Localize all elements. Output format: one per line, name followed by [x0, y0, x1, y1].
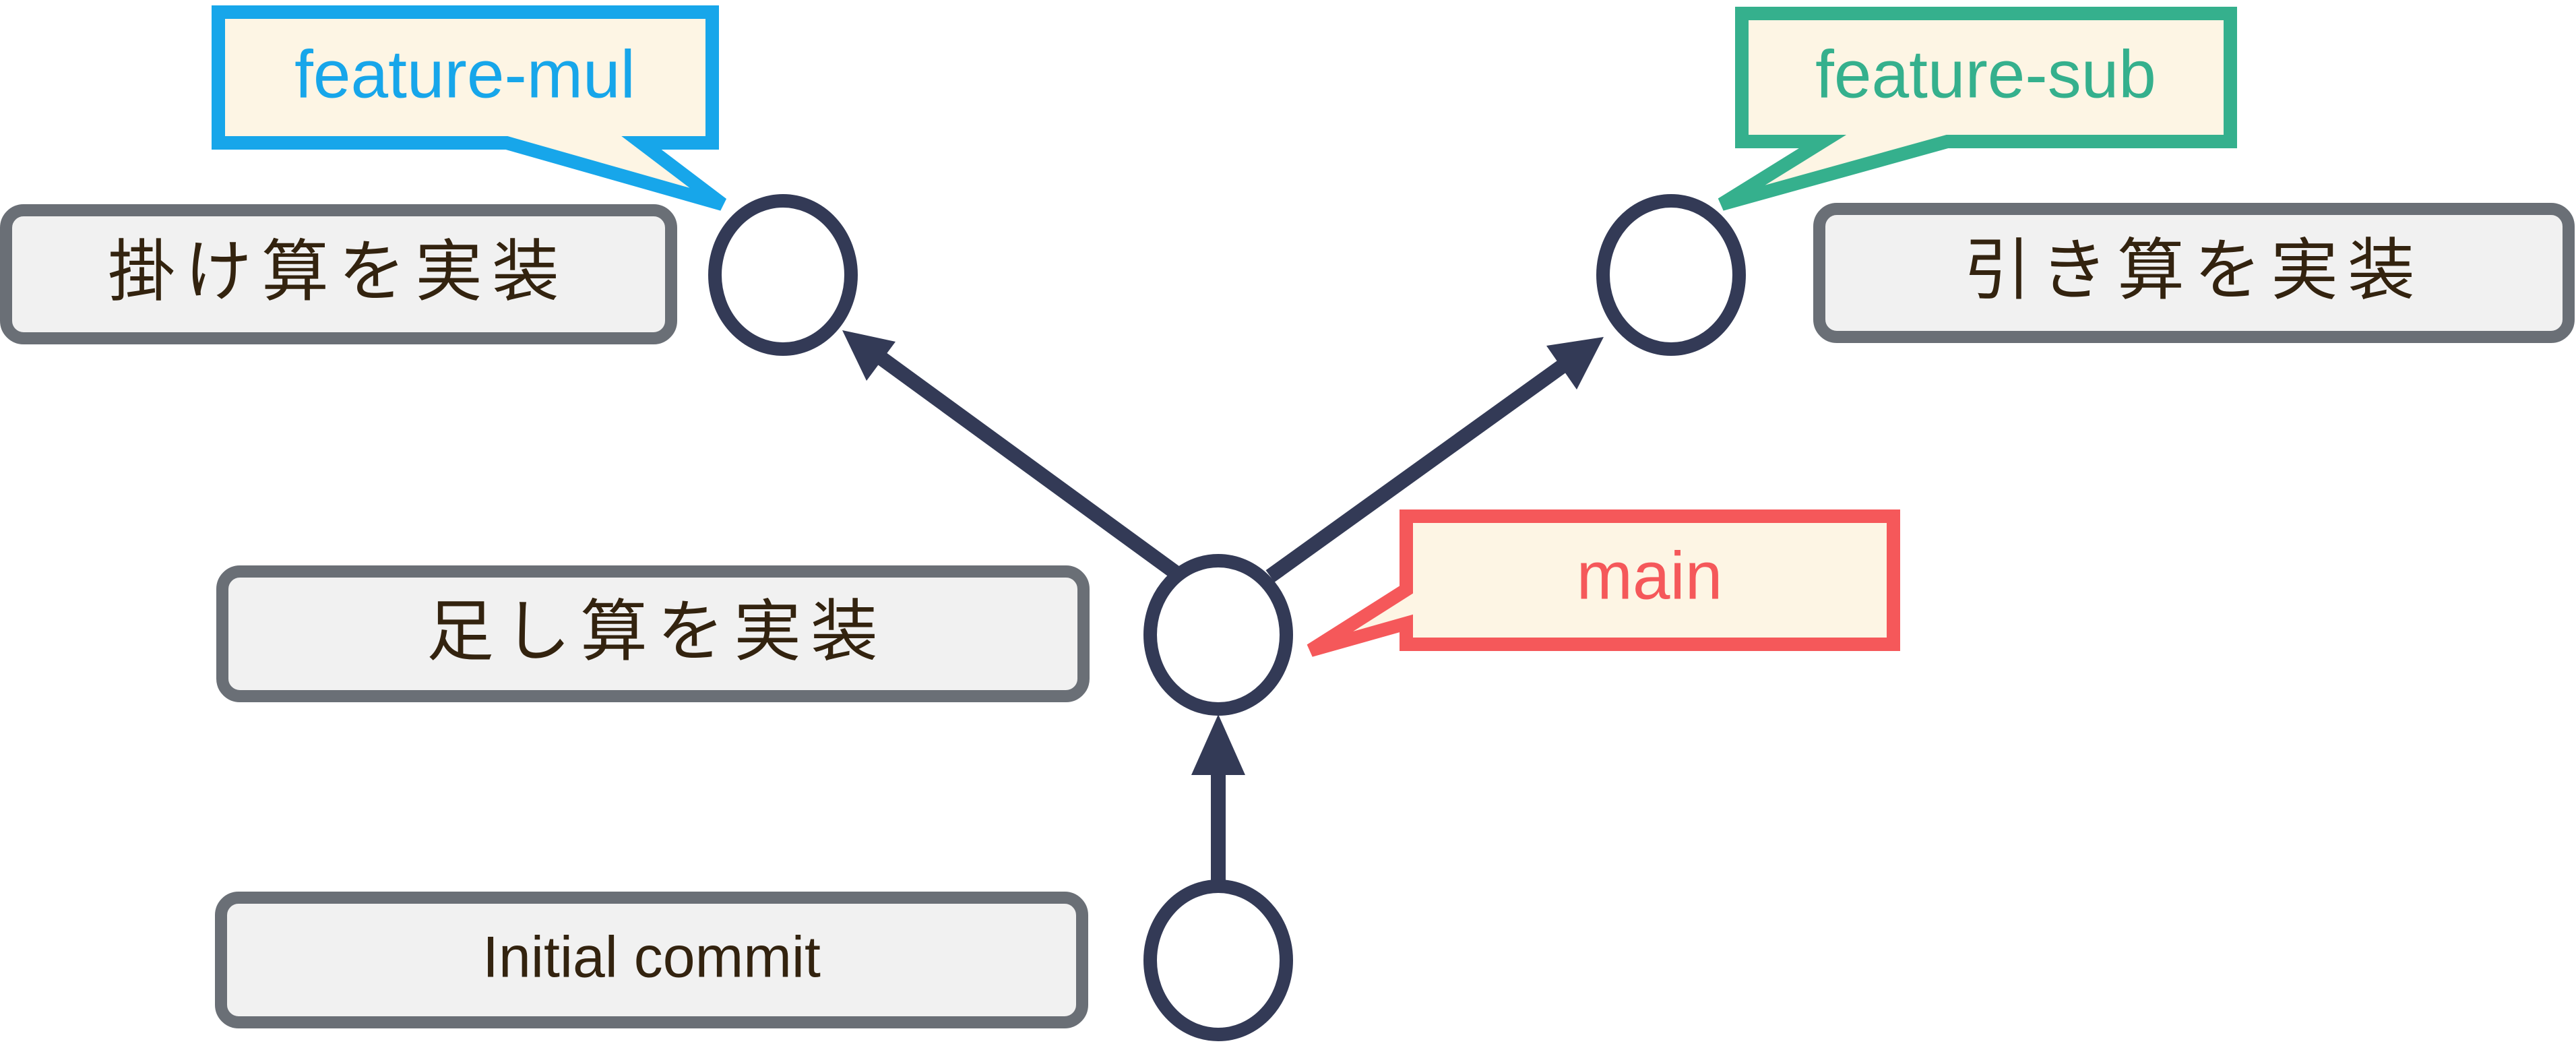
branch-callout-main — [1307, 509, 1900, 657]
branch-labels: feature-mul feature-sub main — [212, 5, 2237, 657]
commit-message-sub: 引き算を実装 — [1813, 203, 2575, 343]
branch-label-feature-sub[interactable]: feature-sub — [1718, 7, 2237, 211]
branch-label-feature-mul[interactable]: feature-mul — [212, 5, 727, 211]
edge-add-to-mul — [842, 330, 1181, 579]
commit-message-add-text: 足し算を実装 — [427, 592, 887, 671]
branch-callout-feature-sub — [1718, 7, 2237, 211]
commit-edges — [842, 330, 1604, 883]
edge-initial-to-add — [1191, 714, 1245, 883]
commit-message-initial-text: Initial commit — [482, 925, 821, 990]
commit-node-sub[interactable] — [1596, 194, 1746, 356]
branch-name-feature-sub: feature-sub — [1815, 36, 2156, 112]
commit-message-sub-text: 引き算を実装 — [1964, 230, 2424, 309]
commit-node-add[interactable] — [1143, 554, 1293, 716]
branch-name-main: main — [1577, 538, 1723, 613]
commit-message-mul: 掛け算を実装 — [0, 204, 677, 344]
branch-name-feature-mul: feature-mul — [294, 36, 635, 112]
commit-nodes — [708, 194, 1746, 1041]
commit-node-mul[interactable] — [708, 194, 858, 356]
commit-messages: Initial commit 足し算を実装 掛け算を実装 引き算を実装 — [0, 203, 2575, 1028]
edge-add-to-sub — [1265, 337, 1604, 582]
commit-node-initial[interactable] — [1143, 879, 1293, 1041]
commit-message-mul-text: 掛け算を実装 — [108, 232, 569, 311]
branch-callout-feature-mul — [212, 5, 727, 211]
branch-label-main[interactable]: main — [1307, 509, 1900, 657]
commit-message-add: 足し算を実装 — [216, 565, 1090, 702]
commit-message-initial: Initial commit — [215, 892, 1088, 1028]
